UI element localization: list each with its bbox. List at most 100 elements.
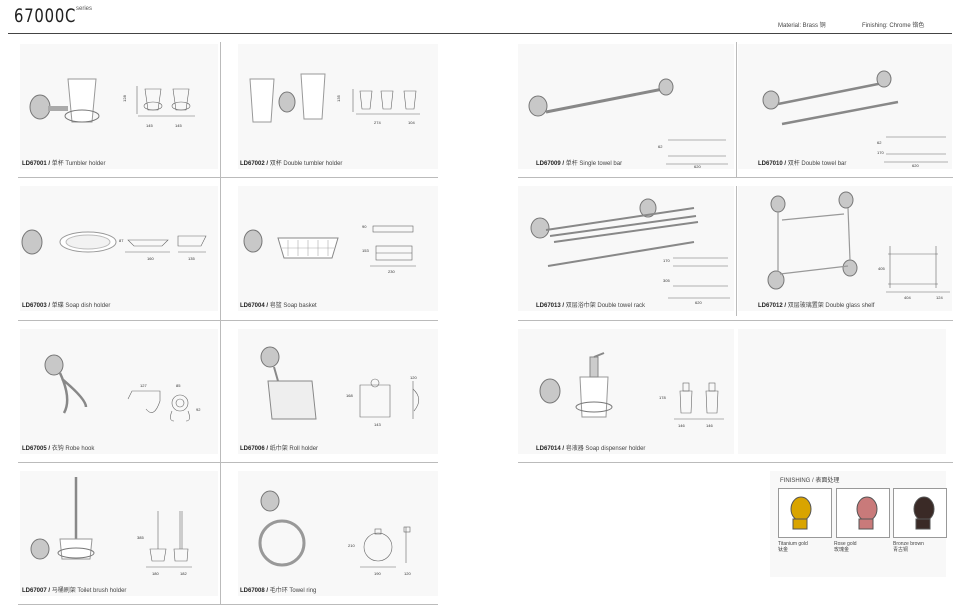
series-title: 67000C — [14, 5, 77, 27]
dim-height: 178 — [659, 395, 666, 400]
product-caption: LD67001 / 单杯 Tumbler holder — [22, 161, 106, 167]
dim-height: 62 — [877, 140, 882, 145]
product-card-robe-hook: 127 85 92 LD67005 / 衣钩 Robe hook — [20, 329, 218, 454]
product-caption: LD67009 / 单杆 Single towel bar — [536, 161, 623, 167]
product-caption: LD67004 / 皂篮 Soap basket — [240, 303, 317, 309]
finishing-title: FINISHING / 表面处理 — [780, 478, 840, 484]
finishing-label: Finishing: Chrome 铬色 — [862, 23, 925, 29]
dim-width: 120 — [410, 375, 417, 380]
dim-width: 190 — [374, 571, 381, 576]
dim-height: 210 — [348, 543, 355, 548]
dim-width: 120 — [404, 571, 411, 576]
dim-width: 274 — [374, 120, 381, 125]
product-caption: LD67014 / 皂液器 Soap dispenser holder — [536, 446, 646, 452]
dim-width: 127 — [140, 383, 147, 388]
toilet-brush-holder-image — [30, 477, 192, 568]
dim-width: 143 — [374, 422, 381, 427]
product-card-soap-dispenser-holder: 178 146 146 LD67014 / 皂液器 Soap dispenser… — [518, 329, 734, 454]
product-caption: LD67013 / 双层浴巾架 Double towel rack — [536, 303, 646, 309]
divider — [220, 42, 221, 605]
divider — [18, 177, 438, 178]
double-tumbler-holder-image — [249, 73, 420, 123]
divider — [18, 320, 438, 321]
dim-height: 405 — [878, 266, 885, 271]
roll-holder-image — [260, 346, 420, 420]
finishing-swatch-titanium-gold — [778, 488, 832, 538]
product-card-single-towel-bar: 62 620 LD67009 / 单杆 Single towel bar — [518, 44, 734, 169]
towel-ring-image — [258, 490, 411, 568]
soap-basket-image — [243, 225, 416, 267]
dim-height: 90 — [362, 224, 367, 229]
double-towel-rack-image — [530, 198, 730, 299]
product-caption: LD67005 / 衣钩 Robe hook — [22, 446, 95, 452]
titanium-gold-sample-image — [790, 496, 812, 530]
dim-height: 170 — [663, 258, 670, 263]
divider — [736, 42, 737, 177]
divider — [518, 177, 953, 178]
series-subtitle: series — [76, 6, 93, 12]
product-card-toilet-brush-holder: 385 180 182 LD67007 / 马桶刷架 Toilet brush … — [20, 471, 218, 596]
product-caption: LD67008 / 毛巾环 Towel ring — [240, 588, 317, 594]
product-card-double-glass-shelf: 405 404 124 LD67012 / 双层玻璃置架 Double glas… — [738, 186, 952, 311]
product-card-double-towel-bar: 62 170 620 LD67010 / 双杆 Double towel bar — [738, 44, 952, 169]
soap-dispenser-holder-image — [539, 352, 724, 420]
divider — [18, 604, 438, 605]
dim-width: 145 — [175, 123, 182, 128]
dim-width: 620 — [912, 163, 919, 168]
dim-width: 145 — [146, 123, 153, 128]
dim-height: 305 — [663, 278, 670, 283]
product-card-soap-basket: 90 153 230 LD67004 / 皂篮 Soap basket — [238, 186, 438, 311]
dim-width: 182 — [180, 571, 187, 576]
product-card-soap-dish-holder: 87 160 135 LD67003 / 单碟 Soap dish holder — [20, 186, 218, 311]
dim-width: 230 — [388, 269, 395, 274]
product-card-double-towel-rack: 170 305 620 LD67013 / 双层浴巾架 Double towel… — [518, 186, 734, 311]
product-caption: LD67003 / 单碟 Soap dish holder — [22, 303, 111, 309]
single-towel-bar-image — [528, 78, 728, 165]
dim-height: 135 — [335, 95, 341, 102]
product-card-tumbler-holder: 128 145 145 LD67001 / 单杯 Tumbler holder — [20, 44, 218, 169]
robe-hook-image — [44, 354, 190, 422]
dim-width: 180 — [152, 571, 159, 576]
double-towel-bar-image — [762, 70, 948, 163]
dim-width: 620 — [694, 164, 701, 169]
dim-height: 385 — [137, 535, 144, 540]
product-caption: LD67006 / 纸巾架 Roll holder — [240, 446, 319, 452]
empty-card — [738, 329, 946, 454]
dim-width: 160 — [147, 256, 154, 261]
dim-width: 85 — [176, 383, 181, 388]
dim-height: 153 — [362, 248, 369, 253]
finishing-swatch-bronze-brown — [893, 488, 947, 538]
product-caption: LD67007 / 马桶刷架 Toilet brush holder — [22, 588, 127, 594]
tumbler-holder-image — [29, 78, 195, 123]
dim-height: 92 — [196, 407, 201, 412]
product-caption: LD67002 / 双杯 Double tumbler holder — [240, 161, 343, 167]
dim-height: 87 — [119, 238, 124, 243]
soap-dish-holder-image — [21, 229, 207, 255]
rose-gold-sample-image — [856, 496, 878, 530]
material-label: Material: Brass 铜 — [778, 23, 826, 29]
dim-width: 146 — [678, 423, 685, 428]
bronze-brown-sample-image — [913, 496, 935, 530]
dim-height: 168 — [346, 393, 353, 398]
dim-width: 135 — [188, 256, 195, 261]
product-caption: LD67012 / 双层玻璃置架 Double glass shelf — [758, 303, 875, 309]
dim-width: 124 — [936, 295, 943, 300]
finishing-swatch-rose-gold — [836, 488, 890, 538]
divider — [518, 320, 953, 321]
dim-width: 146 — [706, 423, 713, 428]
dim-height: 170 — [877, 150, 884, 155]
header-rule — [8, 33, 952, 34]
dim-width: 104 — [408, 120, 415, 125]
product-card-towel-ring: 210 190 120 LD67008 / 毛巾环 Towel ring — [238, 471, 438, 596]
double-glass-shelf-image — [767, 191, 950, 293]
divider — [18, 462, 438, 463]
product-card-roll-holder: 168 143 120 LD67006 / 纸巾架 Roll holder — [238, 329, 438, 454]
dim-height: 62 — [658, 144, 663, 149]
product-caption: LD67010 / 双杆 Double towel bar — [758, 161, 847, 167]
divider — [736, 186, 737, 316]
dim-width: 620 — [695, 300, 702, 305]
product-card-double-tumbler-holder: 135 274 104 LD67002 / 双杯 Double tumbler … — [238, 44, 438, 169]
